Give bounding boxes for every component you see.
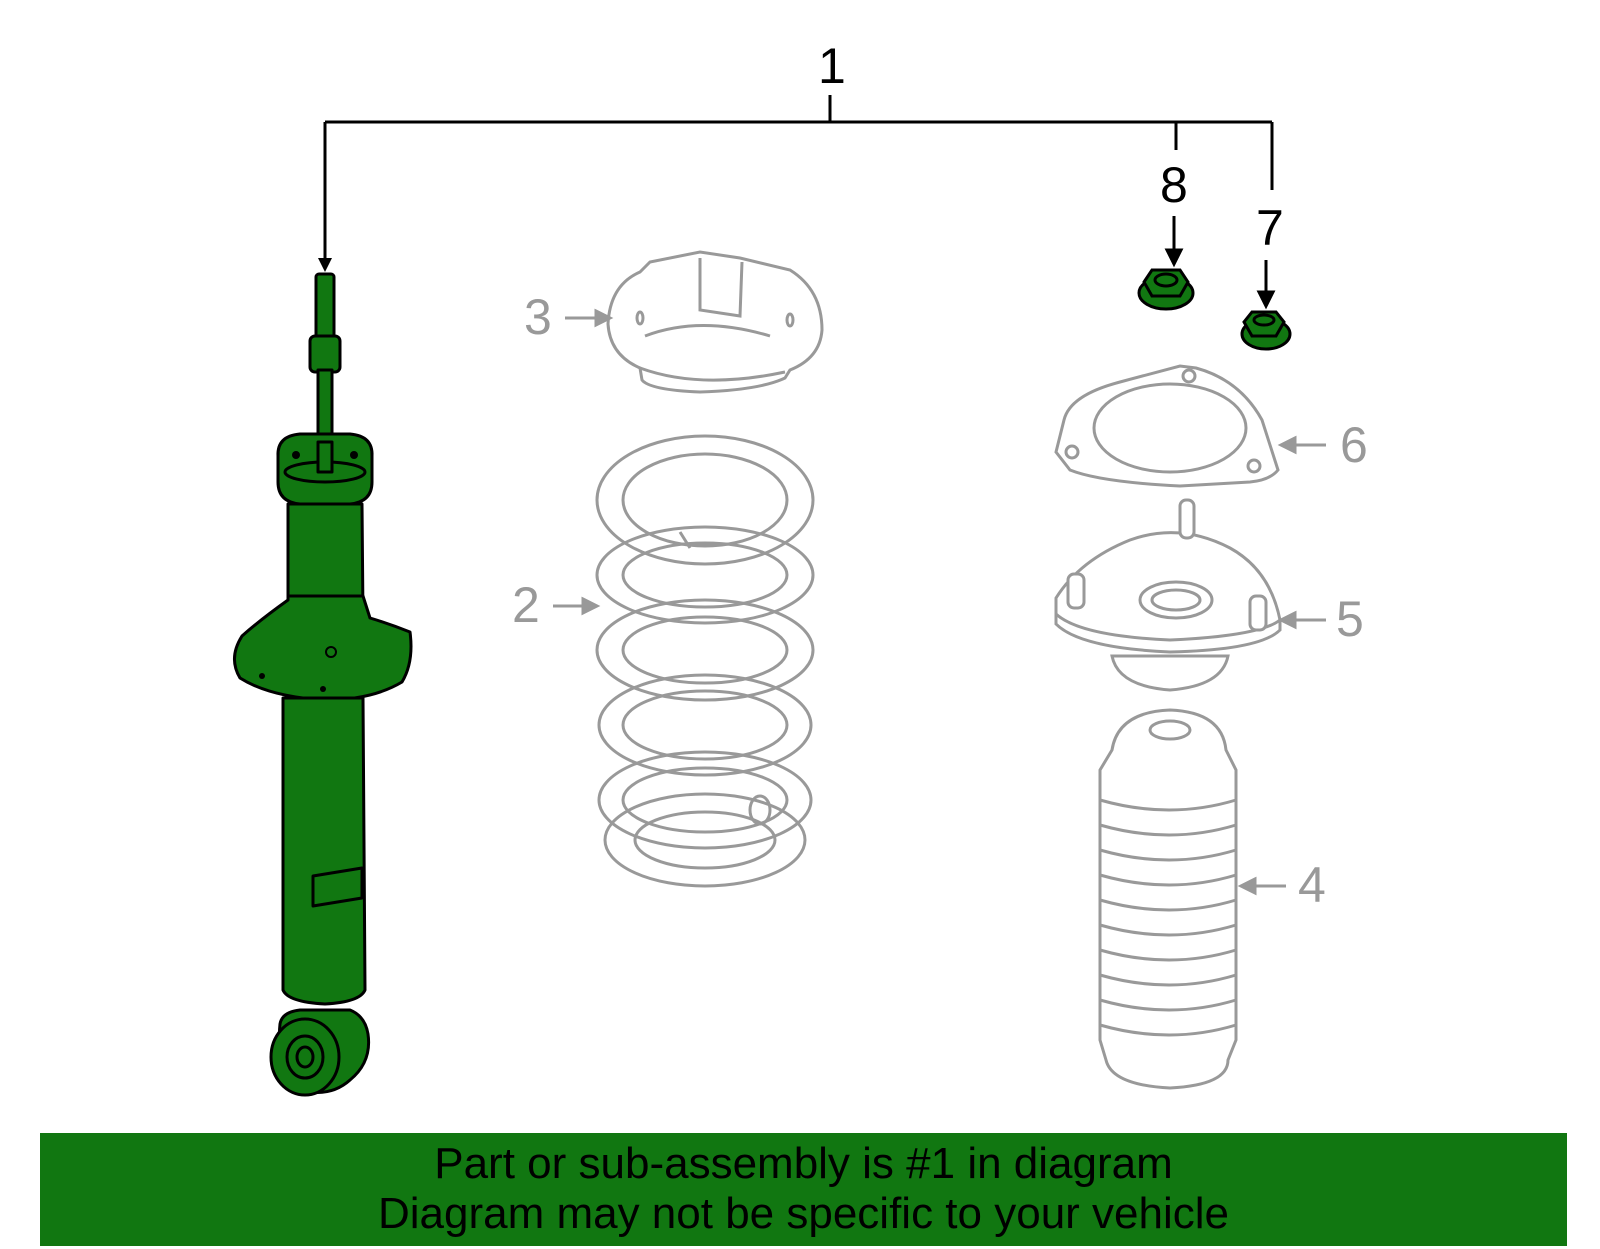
parts-diagram: 1 2 3 4 5 6 7 8 [233,38,1368,1097]
nut-8[interactable] [1137,268,1195,311]
banner-line-2: Diagram may not be specific to your vehi… [377,1189,1230,1238]
mount-plate[interactable] [1054,364,1280,488]
coil-spring[interactable] [595,434,815,888]
callout-label-2: 2 [512,577,540,633]
callout-label-1: 1 [818,38,846,94]
shock-absorber-assembly[interactable] [233,272,413,1097]
banner-line-1: Part or sub-assembly is #1 in diagram [434,1139,1173,1188]
callout-label-4: 4 [1298,857,1326,913]
spring-insulator[interactable] [606,250,824,394]
dust-boot[interactable] [1098,708,1238,1090]
callout-label-7: 7 [1256,200,1284,256]
nut-arrows [1164,216,1276,310]
callout-label-3: 3 [524,289,552,345]
callout-bracket-1 [323,95,1274,265]
nut-7[interactable] [1240,310,1292,351]
callout-label-6: 6 [1340,417,1368,473]
leader-arrows-gray [553,308,1326,896]
strut-mount[interactable] [1054,498,1282,692]
callout-label-5: 5 [1336,591,1364,647]
shock-detail-holes [259,451,358,692]
notice-banner: Part or sub-assembly is #1 in diagram Di… [40,1133,1567,1246]
callout-label-8: 8 [1160,157,1188,213]
arrow-to-shock [318,258,332,272]
